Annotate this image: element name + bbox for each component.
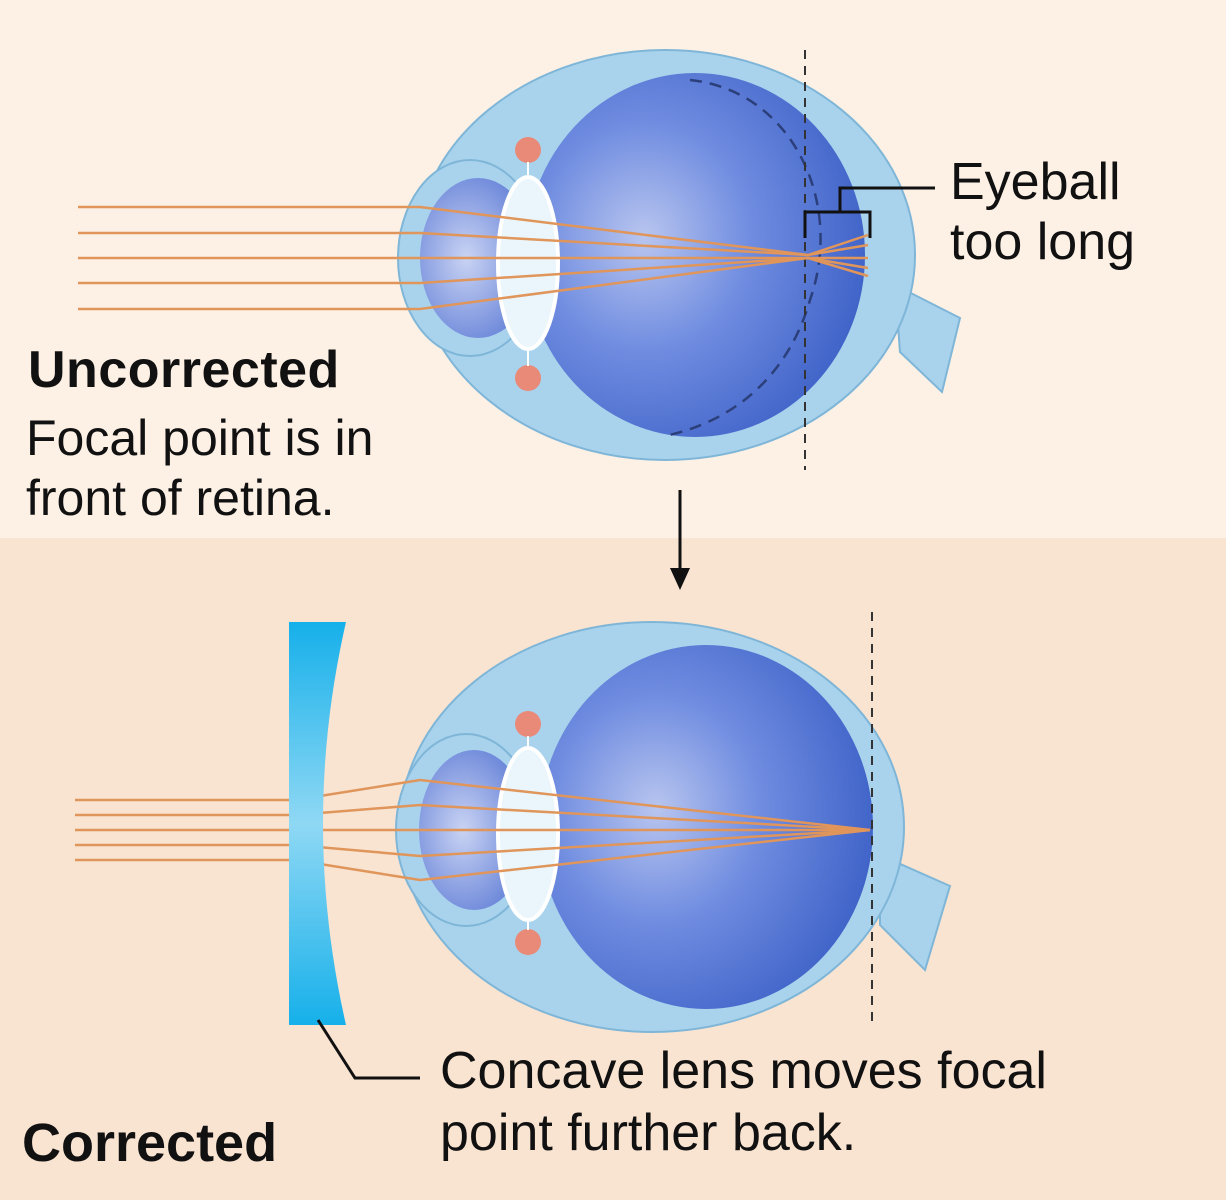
- eyeball-callout-line1: Eyeball: [950, 153, 1121, 211]
- uncorrected-title: Uncorrected: [28, 341, 340, 399]
- ciliary-body-top: [515, 711, 541, 737]
- light-rays: [78, 205, 869, 311]
- ciliary-body-bottom: [515, 929, 541, 955]
- vitreous-body: [539, 645, 873, 1009]
- light-rays: [75, 778, 871, 882]
- lens-callout-leader: [316, 1019, 420, 1080]
- concave-lens-note: Concave lens moves focal point further b…: [440, 1040, 1047, 1164]
- vitreous-body: [525, 73, 865, 437]
- uncorrected-description: Focal point is in front of retina.: [26, 408, 373, 528]
- down-arrow-icon: [670, 490, 690, 590]
- concave-lens-note-line2: point further back.: [440, 1104, 857, 1162]
- crystalline-lens: [496, 746, 560, 922]
- crystalline-lens: [496, 175, 560, 351]
- concave-lens: [289, 622, 346, 1025]
- corrected-eye: [75, 612, 952, 1033]
- ciliary-body-top: [515, 137, 541, 163]
- uncorrected-description-line2: front of retina.: [26, 470, 335, 526]
- uncorrected-eye: [78, 49, 962, 470]
- corrected-title: Corrected: [22, 1113, 278, 1173]
- callout-leader: [838, 186, 935, 212]
- eyeball-callout: Eyeball too long: [950, 152, 1135, 272]
- normal-retina-outline: [664, 78, 822, 438]
- eyeball-callout-line2: too long: [950, 213, 1136, 271]
- length-bracket: [803, 210, 872, 238]
- uncorrected-description-line1: Focal point is in: [26, 410, 374, 466]
- concave-lens-note-line1: Concave lens moves focal: [440, 1042, 1047, 1100]
- ciliary-body-bottom: [515, 365, 541, 391]
